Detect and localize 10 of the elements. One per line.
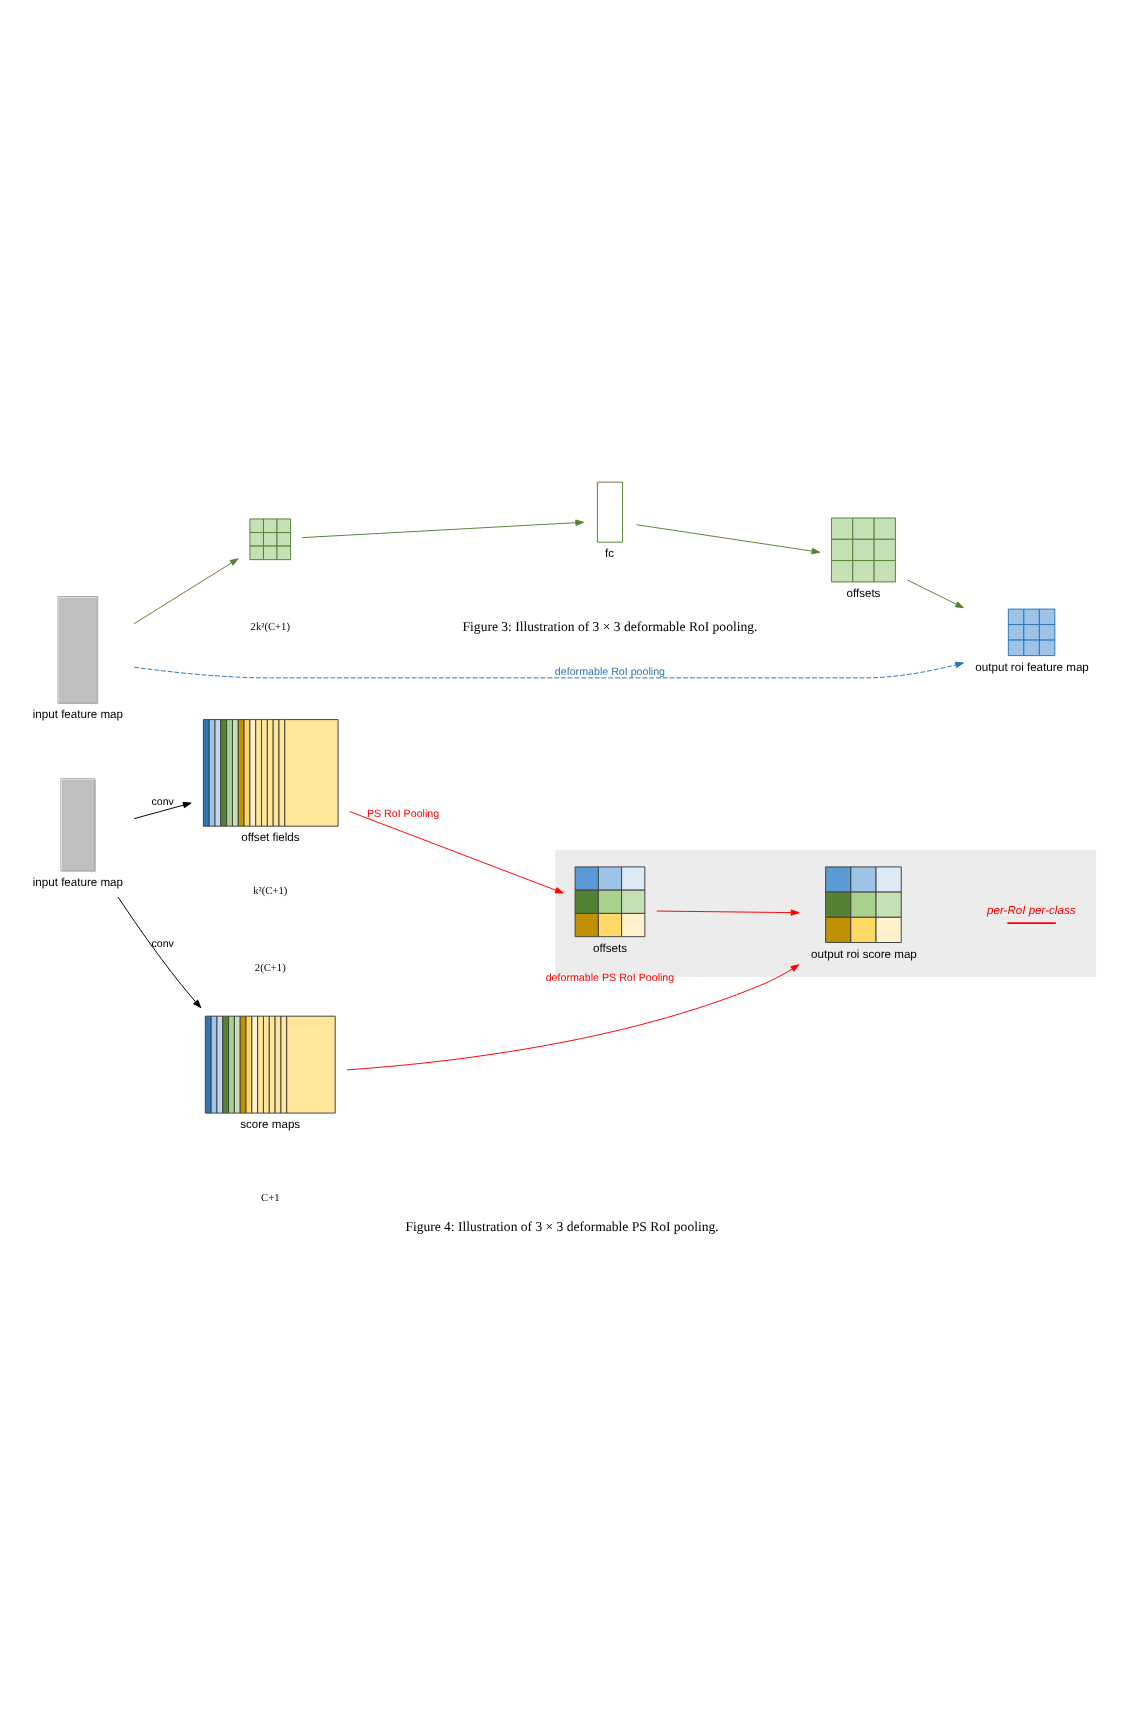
arrow <box>635 524 821 555</box>
arrow <box>656 909 800 916</box>
arrow <box>133 558 239 625</box>
arrow <box>117 896 202 1009</box>
arrow <box>349 811 564 894</box>
arrow <box>133 802 192 820</box>
arrow <box>133 661 964 679</box>
arrow <box>346 964 800 1071</box>
arrow <box>301 519 585 539</box>
arrow <box>906 579 964 609</box>
